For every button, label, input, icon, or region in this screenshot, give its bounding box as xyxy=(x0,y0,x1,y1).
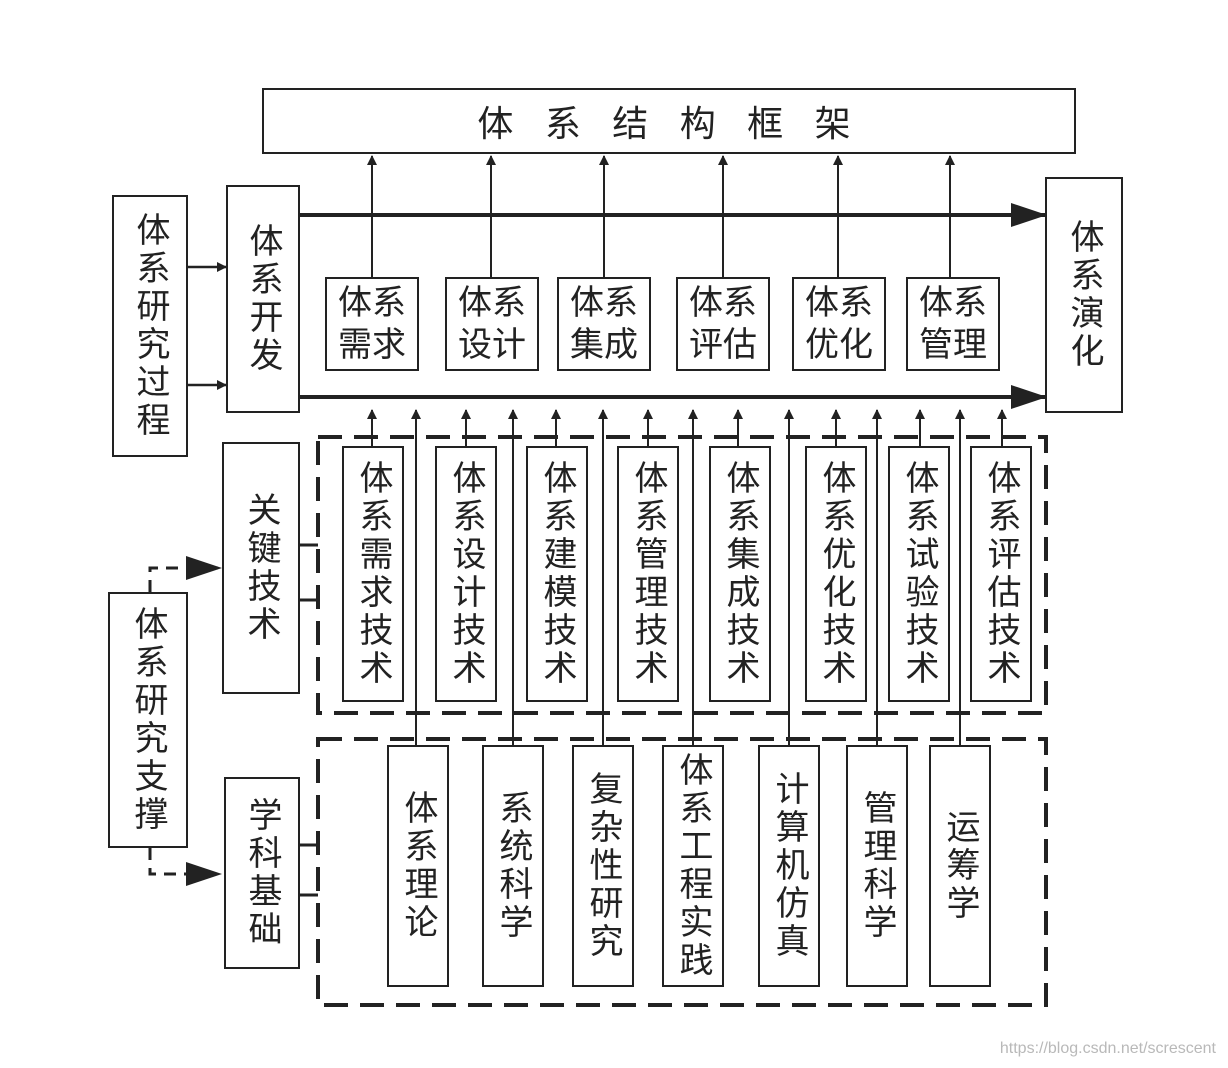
discipline-item: 体系理论 xyxy=(387,745,449,987)
framework-box: 体 系 结 构 框 架 xyxy=(262,88,1076,154)
dev-stage-label: 体系设计 xyxy=(457,283,526,365)
system-evolution-box: 体系演化 xyxy=(1045,177,1123,413)
key-tech-item: 体系集成技术 xyxy=(709,446,771,702)
support-to-key-tech-arrow xyxy=(148,556,222,592)
dev-stage-label: 体系优化 xyxy=(804,283,873,365)
dev-stage-label: 体系集成 xyxy=(569,283,638,365)
discipline-foundation-label: 学科基础 xyxy=(242,797,282,949)
discipline-item: 运筹学 xyxy=(929,745,991,987)
dev-stage-label: 体系需求 xyxy=(337,283,406,365)
discipline-item-label: 体系工程实践 xyxy=(673,752,713,980)
discipline-item-label: 系统科学 xyxy=(493,790,533,942)
key-tech-dashed-region xyxy=(316,435,1048,715)
key-tech-item: 体系设计技术 xyxy=(435,446,497,702)
dev-stage-box: 体系需求 xyxy=(325,277,419,371)
key-tech-item-label: 体系评估技术 xyxy=(981,460,1021,688)
key-tech-item-label: 体系集成技术 xyxy=(720,460,760,688)
research-support-box: 体系研究支撑 xyxy=(108,592,188,848)
key-tech-item-label: 体系管理技术 xyxy=(628,460,668,688)
key-tech-item-label: 体系建模技术 xyxy=(537,460,577,688)
discipline-item: 管理科学 xyxy=(846,745,908,987)
discipline-item-label: 复杂性研究 xyxy=(583,771,623,961)
support-to-discipline-arrow xyxy=(148,848,222,886)
key-tech-item: 体系管理技术 xyxy=(617,446,679,702)
system-development-label: 体系开发 xyxy=(243,223,283,375)
discipline-item-label: 体系理论 xyxy=(398,790,438,942)
dev-stage-box: 体系优化 xyxy=(792,277,886,371)
system-evolution-label: 体系演化 xyxy=(1064,219,1104,371)
key-tech-item-label: 体系设计技术 xyxy=(446,460,486,688)
key-tech-item: 体系试验技术 xyxy=(888,446,950,702)
key-tech-item: 体系需求技术 xyxy=(342,446,404,702)
research-process-label: 体系研究过程 xyxy=(130,212,170,440)
discipline-item-label: 计算机仿真 xyxy=(769,771,809,961)
discipline-dashed-region xyxy=(316,737,1048,1007)
key-tech-item: 体系建模技术 xyxy=(526,446,588,702)
dev-stage-box: 体系管理 xyxy=(906,277,1000,371)
discipline-foundation-box: 学科基础 xyxy=(224,777,300,969)
key-tech-item-label: 体系优化技术 xyxy=(816,460,856,688)
key-tech-item-label: 体系需求技术 xyxy=(353,460,393,688)
system-development-box: 体系开发 xyxy=(226,185,300,413)
research-support-label: 体系研究支撑 xyxy=(128,606,168,834)
research-process-box: 体系研究过程 xyxy=(112,195,188,457)
dev-stage-label: 体系评估 xyxy=(688,283,757,365)
dev-stage-box: 体系设计 xyxy=(445,277,539,371)
key-tech-item-label: 体系试验技术 xyxy=(899,460,939,688)
key-tech-item: 体系优化技术 xyxy=(805,446,867,702)
discipline-item: 计算机仿真 xyxy=(758,745,820,987)
discipline-item: 复杂性研究 xyxy=(572,745,634,987)
key-tech-item: 体系评估技术 xyxy=(970,446,1032,702)
dev-stage-box: 体系集成 xyxy=(557,277,651,371)
key-technology-label: 关键技术 xyxy=(241,492,281,644)
dev-stage-box: 体系评估 xyxy=(676,277,770,371)
discipline-item: 系统科学 xyxy=(482,745,544,987)
discipline-item-label: 运筹学 xyxy=(940,809,980,923)
dev-stage-label: 体系管理 xyxy=(918,283,987,365)
key-technology-box: 关键技术 xyxy=(222,442,300,694)
framework-title: 体 系 结 构 框 架 xyxy=(477,104,861,145)
discipline-item-label: 管理科学 xyxy=(857,790,897,942)
discipline-item: 体系工程实践 xyxy=(662,745,724,987)
watermark-text: https://blog.csdn.net/screscent xyxy=(999,1040,1216,1057)
